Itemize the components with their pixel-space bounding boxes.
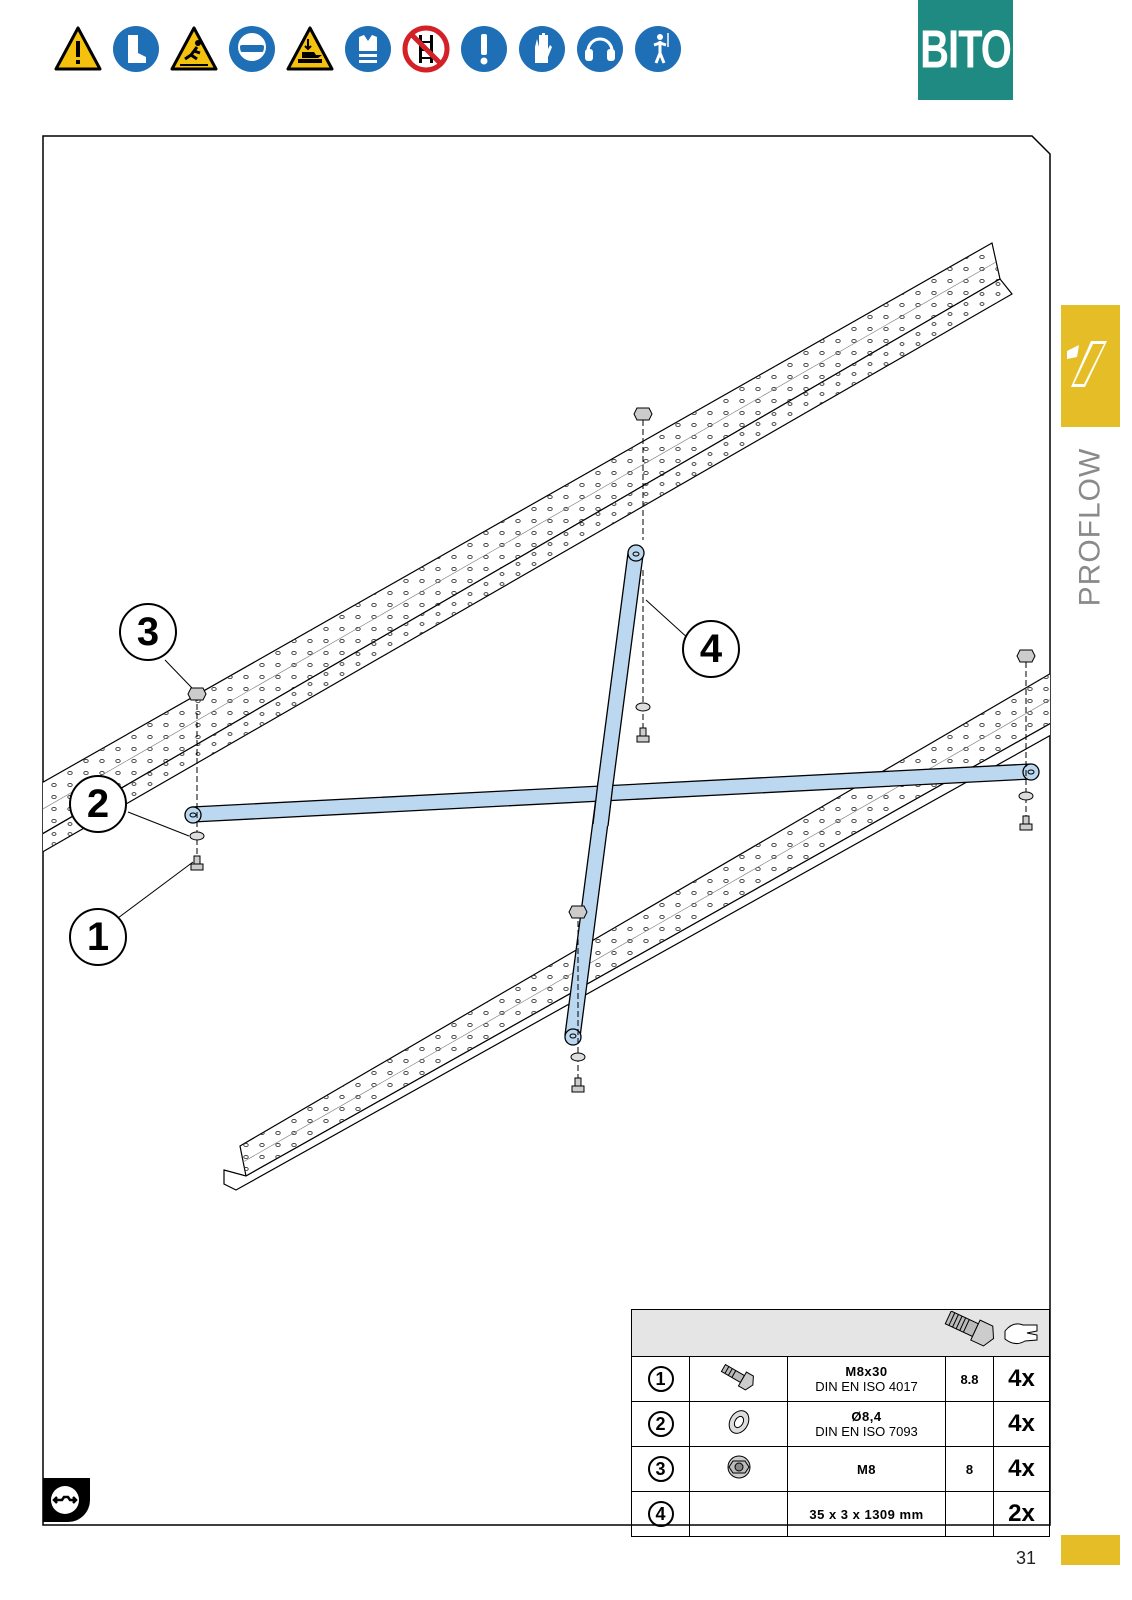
lower-angle-rail	[223, 666, 1050, 1191]
eye-protection-icon	[228, 25, 276, 73]
leader-line-4	[645, 599, 691, 641]
fastener-stack-bottom	[568, 905, 588, 1093]
protective-gloves-icon	[518, 25, 566, 73]
fastener-stack-top	[633, 407, 653, 743]
general-warning-icon	[54, 25, 102, 73]
part-quantity: 4x	[993, 1446, 1050, 1492]
fall-harness-icon	[634, 25, 682, 73]
brand-name: BITO	[920, 19, 1012, 80]
washer-icon	[728, 1409, 749, 1434]
hi-vis-vest-icon	[344, 25, 392, 73]
flange-nut-icon	[727, 1455, 750, 1478]
parts-row-4: 4 35 x 3 x 1309 mm 2x	[631, 1491, 1050, 1537]
tool-wrench-icon	[43, 1478, 90, 1522]
safety-icons	[54, 24, 682, 74]
callout-3: 3	[119, 603, 177, 661]
part-spec: M8	[856, 1461, 877, 1477]
callout-2: 2	[69, 775, 127, 833]
fastener-stack-right	[1016, 649, 1036, 831]
part-grade: 8.8	[945, 1356, 994, 1402]
footer-accent	[1061, 1535, 1120, 1565]
part-spec: M8x30	[845, 1364, 888, 1379]
part-quantity: 4x	[993, 1356, 1050, 1402]
part-spec: Ø8,4	[851, 1409, 882, 1424]
ear-protection-icon	[576, 25, 624, 73]
part-standard: DIN EN ISO 4017	[815, 1379, 918, 1394]
item-number: 4	[647, 1501, 674, 1527]
parts-row-3: 3 M8 8 4x	[631, 1446, 1050, 1492]
callout-4: 4	[682, 620, 740, 678]
part-grade: 8	[945, 1446, 994, 1492]
leader-line-1	[117, 861, 194, 919]
leader-line-3	[164, 659, 193, 689]
callout-1: 1	[69, 908, 127, 966]
upper-angle-rail	[43, 242, 1013, 890]
drawing-frame	[42, 135, 1051, 1526]
part-quantity: 4x	[993, 1401, 1050, 1447]
safety-boots-icon	[112, 25, 160, 73]
item-number: 1	[647, 1366, 674, 1392]
hex-bolt-icon	[720, 1363, 754, 1391]
leader-line-2	[127, 811, 190, 837]
part-quantity: 2x	[993, 1491, 1050, 1537]
slip-hazard-icon	[170, 25, 218, 73]
no-climbing-icon	[402, 25, 450, 73]
page-number: 31	[1016, 1548, 1037, 1568]
mandatory-action-icon	[460, 25, 508, 73]
fastener-stack-left	[187, 687, 207, 871]
chapter-tab	[1061, 305, 1120, 427]
torque-instruction-icon	[944, 1311, 1038, 1347]
chapter-tab-slash-icon	[1067, 341, 1107, 387]
part-spec: 35 x 3 x 1309 mm	[809, 1506, 924, 1522]
brand-logo: BITO	[918, 0, 1013, 100]
part-grade	[945, 1491, 994, 1537]
parts-table-header	[631, 1309, 1050, 1357]
hand-crush-warning-icon	[286, 25, 334, 73]
part-standard: DIN EN ISO 7093	[815, 1424, 918, 1439]
part-icon-empty	[689, 1491, 788, 1537]
item-number: 3	[647, 1456, 674, 1482]
part-grade	[945, 1401, 994, 1447]
item-number: 2	[647, 1411, 674, 1437]
